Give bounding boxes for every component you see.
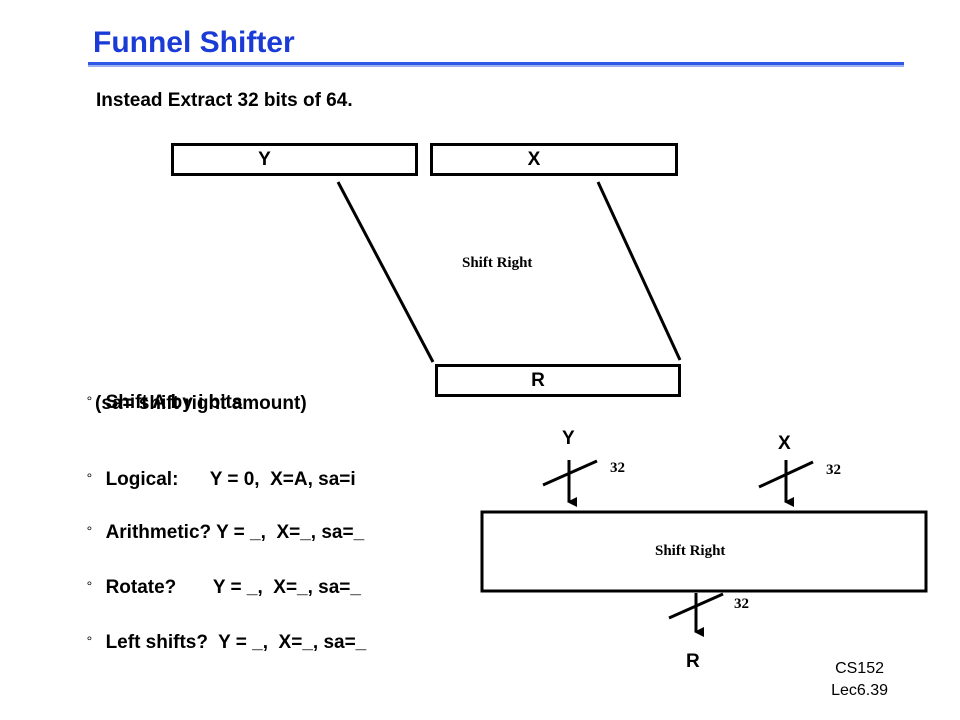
register-r-box: R	[435, 364, 681, 397]
input-x-label: X	[778, 433, 791, 454]
output-r-label: R	[686, 651, 700, 672]
slide-subtitle: Instead Extract 32 bits of 64.	[96, 90, 353, 111]
title-underline	[88, 62, 904, 65]
bullet-marker: °	[86, 633, 93, 649]
bottom-shift-right-label: Shift Right	[655, 543, 726, 559]
bullet-text: Logical: Y = 0, X=A, sa=i	[105, 469, 356, 490]
bullet-marker: °	[86, 523, 93, 539]
bullet-text: Arithmetic? Y = _, X=_, sa=_	[105, 522, 365, 543]
input-x-width-label: 32	[826, 462, 841, 478]
slide-title: Funnel Shifter	[93, 26, 295, 59]
bullet-marker: °	[86, 578, 93, 594]
shifter-box	[480, 510, 928, 593]
funnel-right-line	[596, 181, 682, 361]
bullet-continuation: (sa= shift right amount)	[95, 393, 307, 414]
register-y-label: Y	[258, 148, 271, 170]
bullet-marker: °	[86, 393, 93, 409]
input-y-width-label: 32	[610, 460, 625, 476]
input-x-slash	[758, 460, 814, 489]
bullet-item: ° Logical: Y = 0, X=A, sa=i	[76, 447, 356, 491]
top-shift-right-label: Shift Right	[462, 255, 533, 271]
output-r-slash	[668, 592, 724, 620]
register-x-label: X	[527, 148, 541, 170]
bullet-text: Left shifts? Y = _, X=_, sa=_	[105, 632, 367, 653]
lecture-label: Lec6.39	[831, 682, 888, 699]
register-r-label: R	[531, 369, 545, 391]
output-r-width-label: 32	[734, 596, 749, 612]
bullet-item: ° Rotate? Y = _, X=_, sa=_	[76, 555, 361, 599]
bullet-item: ° Arithmetic? Y = _, X=_, sa=_	[76, 500, 365, 544]
bullet-text: Shift A by i bits	[105, 392, 243, 413]
bullet-item: ° Left shifts? Y = _, X=_, sa=_	[76, 610, 367, 654]
bullet-marker: °	[86, 470, 93, 486]
register-y-box: Y	[171, 143, 418, 176]
input-y-slash	[542, 459, 598, 487]
slide-footer: CS152 Lec6.39	[831, 658, 888, 702]
funnel-left-line	[336, 181, 435, 363]
bullet-item: ° Shift A by i bits	[76, 370, 243, 414]
course-label: CS152	[835, 660, 884, 677]
bullet-text: Rotate? Y = _, X=_, sa=_	[105, 577, 361, 598]
register-x-box: X	[430, 143, 678, 176]
input-y-label: Y	[562, 428, 575, 449]
